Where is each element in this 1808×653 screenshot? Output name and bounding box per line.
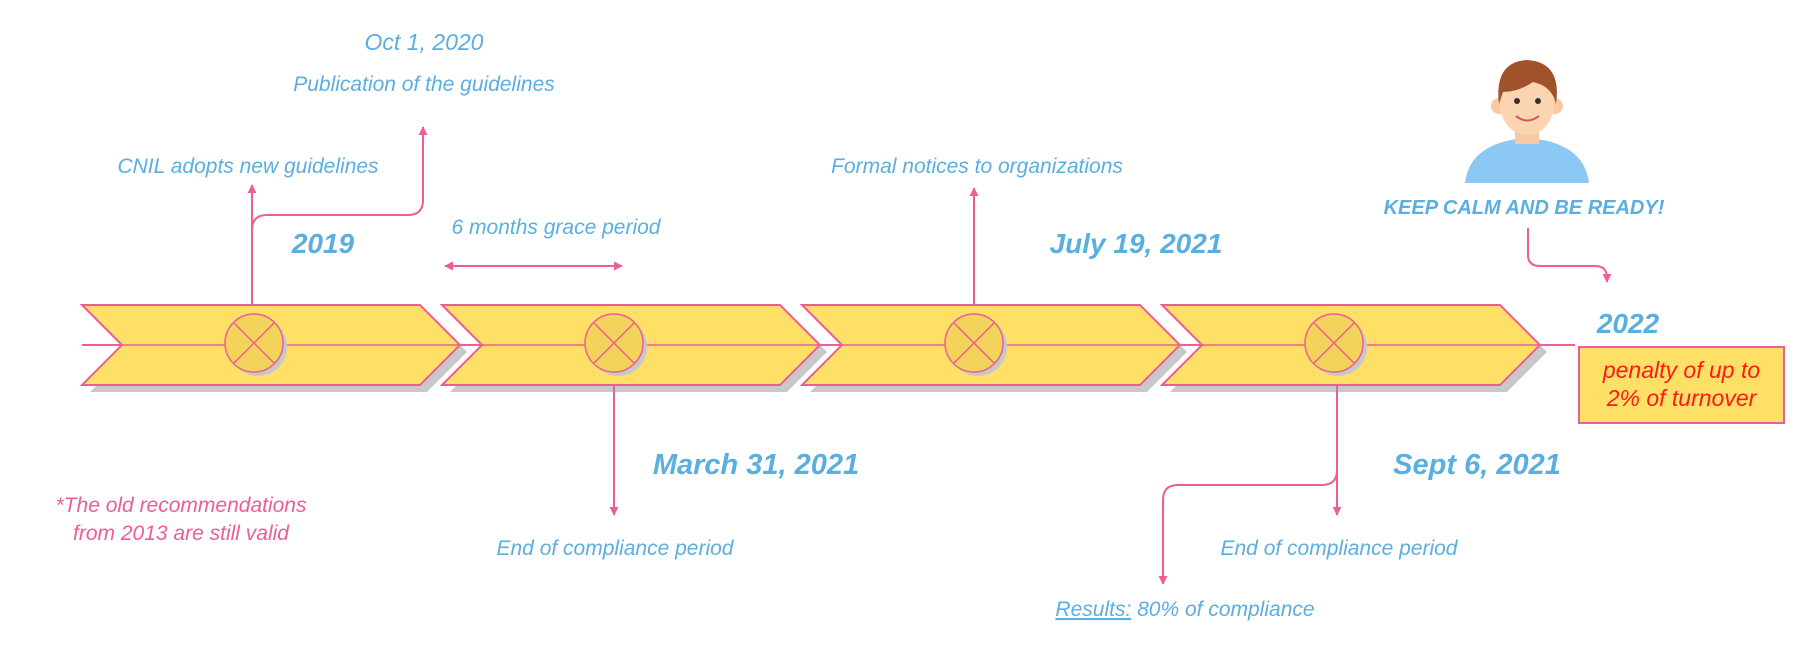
end-compliance-label-2: End of compliance period — [1221, 537, 1459, 560]
july-2021-label: July 19, 2021 — [1050, 228, 1223, 259]
results-value: 80% of compliance — [1131, 598, 1314, 621]
oct-2020-date: Oct 1, 2020 — [365, 29, 484, 55]
note-line-2: from 2013 are still valid — [73, 522, 290, 545]
connector-arrow — [1527, 228, 1612, 283]
formal-notices-label: Formal notices to organizations — [831, 155, 1123, 178]
penalty-box: penalty of up to 2% of turnover — [1578, 346, 1785, 424]
crossed-circle-icon — [224, 313, 287, 376]
sept-2021-label: Sept 6, 2021 — [1393, 449, 1561, 481]
crossed-circle-icon — [944, 313, 1007, 376]
year-2019-label: 2019 — [291, 228, 355, 259]
person-avatar-icon — [1465, 60, 1589, 183]
oct-2020-description: Publication of the guidelines — [293, 73, 555, 96]
connector-arrow — [1158, 469, 1338, 585]
connector-arrow — [251, 126, 428, 231]
end-compliance-label-1: End of compliance period — [497, 537, 735, 560]
penalty-line-2: 2% of turnover — [1606, 385, 1757, 411]
results-label: Results: 80% of compliance — [1055, 598, 1314, 621]
penalty-line-1: penalty of up to — [1602, 357, 1761, 384]
keep-calm-label: KEEP CALM AND BE READY! — [1384, 197, 1665, 219]
grace-period-label: 6 months grace period — [452, 216, 662, 239]
note-line-1: *The old recommendations — [56, 494, 307, 517]
march-2021-label: March 31, 2021 — [653, 449, 859, 481]
cnil-adopts-label: CNIL adopts new guidelines — [117, 155, 379, 178]
crossed-circle-icon — [584, 313, 647, 376]
year-2022-label: 2022 — [1596, 308, 1660, 339]
crossed-circle-icon — [1304, 313, 1367, 376]
results-heading: Results: — [1055, 598, 1131, 621]
